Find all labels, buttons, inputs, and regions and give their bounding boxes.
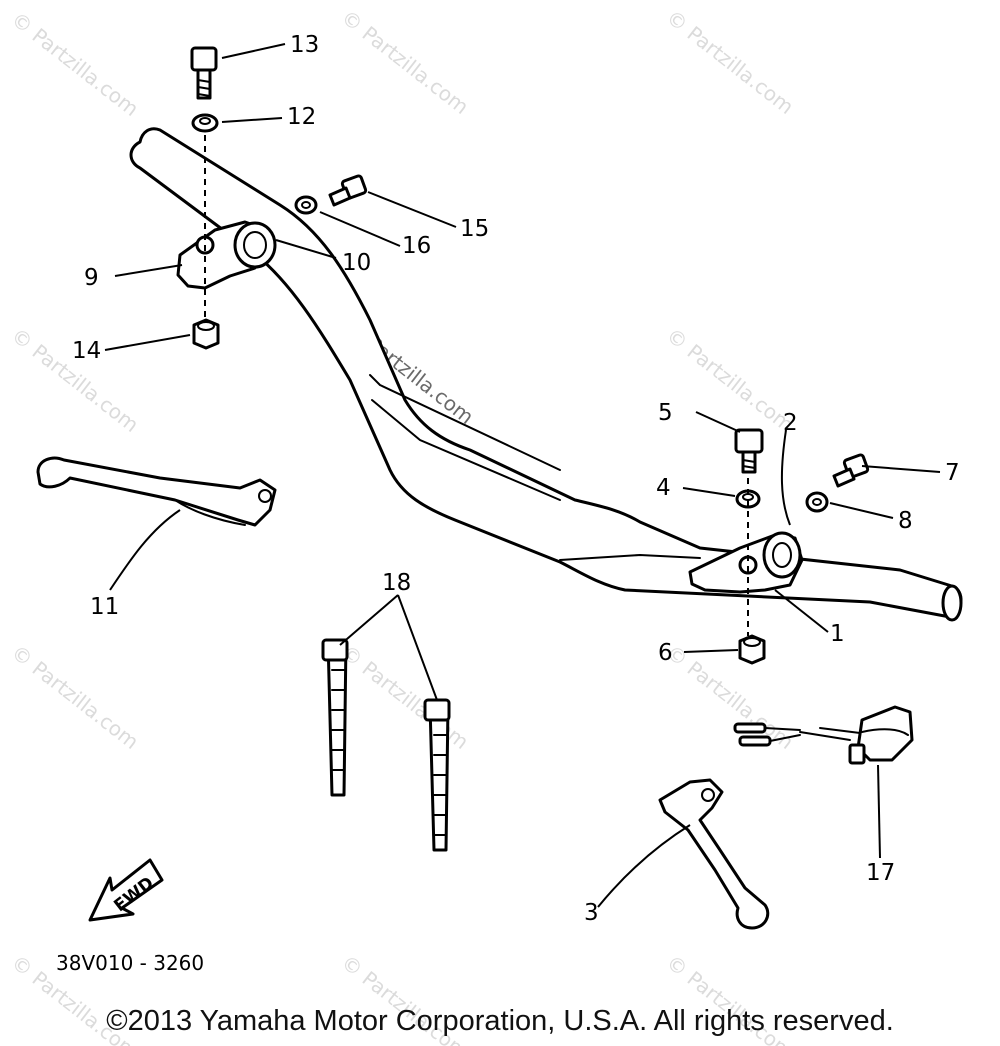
cable-band-left-18 [321, 638, 349, 797]
forward-direction-arrow: FWD [88, 858, 164, 922]
callout-17: 17 [866, 860, 895, 886]
right-nut-6 [738, 634, 766, 665]
callout-1: 1 [830, 621, 845, 647]
left-nut-14 [192, 318, 220, 350]
brake-lever-3 [658, 778, 770, 930]
callout-4: 4 [656, 475, 671, 501]
watermark-text: © Partzilla.com [662, 5, 798, 119]
callout-11: 11 [90, 594, 119, 620]
switch-assembly-17 [733, 705, 914, 765]
right-grip-end [941, 584, 963, 622]
copyright-notice: ©2013 Yamaha Motor Corporation, U.S.A. A… [106, 1005, 894, 1037]
right-holder-bolt-5 [734, 428, 764, 474]
callout-5: 5 [658, 400, 673, 426]
right-lever-holder [688, 531, 804, 594]
left-washer-12 [191, 113, 219, 133]
callout-12: 12 [287, 104, 316, 130]
callout-numbers: 13 12 9 10 16 15 14 11 5 2 4 7 8 1 6 18 … [72, 32, 960, 926]
callout-18: 18 [382, 570, 411, 596]
cable-band-right-18 [423, 698, 451, 852]
callout-6: 6 [658, 640, 673, 666]
right-bolt-7 [832, 453, 870, 488]
left-washer-16 [294, 195, 318, 215]
callout-7: 7 [945, 460, 960, 486]
callout-8: 8 [898, 508, 913, 534]
handlebar [129, 127, 963, 622]
callout-13: 13 [290, 32, 319, 58]
watermark-text: © Partzilla.com [662, 640, 798, 754]
watermark-text: © Partzilla.com [337, 5, 473, 119]
watermark-text: © Partzilla.com [7, 7, 143, 121]
right-washer-8 [805, 491, 829, 513]
watermark-text: © Partzilla.com [7, 640, 143, 754]
callout-16: 16 [402, 233, 431, 259]
clutch-lever-11 [36, 456, 277, 527]
left-lever-holder [176, 220, 277, 290]
callout-3: 3 [584, 900, 599, 926]
watermark-text: © Partzilla.com [662, 323, 798, 437]
leader-lines [104, 43, 941, 908]
watermark-text: © Partzilla.com [337, 640, 473, 754]
callout-10: 10 [342, 250, 371, 276]
diagram-code: 38V010 - 3260 [56, 951, 204, 975]
callout-14: 14 [72, 338, 101, 364]
callout-2: 2 [783, 410, 798, 436]
left-bolt-15 [328, 174, 368, 207]
callout-9: 9 [84, 265, 99, 291]
left-holder-screw-13 [190, 46, 218, 100]
callout-15: 15 [460, 216, 489, 242]
